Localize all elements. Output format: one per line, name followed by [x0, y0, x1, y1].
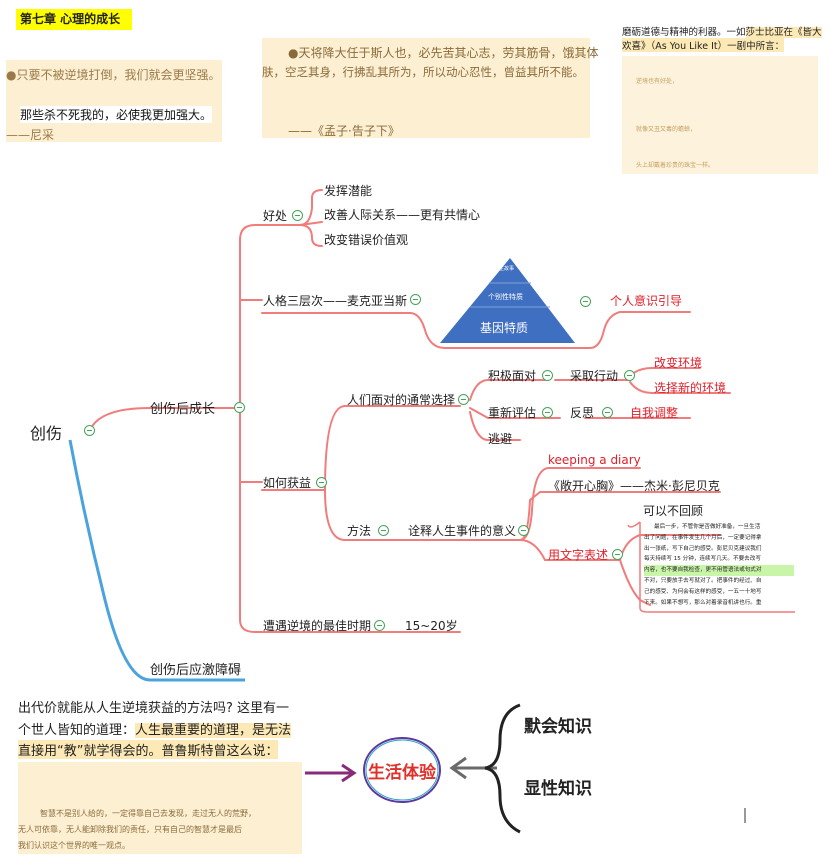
explicit-knowledge-label: 显性知识	[524, 779, 592, 799]
method-collapse-icon[interactable]	[378, 525, 389, 536]
pyramid-top-label: 人生故事	[494, 266, 515, 272]
root-node[interactable]: 创伤	[30, 424, 63, 443]
choose-env-node[interactable]: 选择新的环境	[654, 381, 727, 395]
bottom-line-3: 直接用“教”就学得会的。普鲁斯特曾这么说：	[18, 740, 279, 759]
write-note-line-2: 出了问题，在事件发生几个月后，一定要记得拿	[644, 534, 762, 541]
life-experience-label: 生活体验	[368, 763, 436, 783]
take-action-node[interactable]: 采取行动	[570, 369, 619, 383]
benefits-node[interactable]: 好处	[263, 209, 288, 223]
quote-line-1: ●只要不被逆境打倒，我们就会更坚强。	[6, 68, 221, 82]
growth-collapse-icon[interactable]	[234, 402, 245, 413]
positive-collapse-icon[interactable]	[542, 370, 553, 381]
how-benefit-collapse-icon[interactable]	[316, 477, 327, 488]
mencius-line-2: 肤，空乏其身，行拂乱其所为，所以动心忍性，曾益其所不能。	[262, 65, 584, 79]
write-note-line-3: 出一张纸，写下自己的感受。彭尼贝克建议我们	[644, 545, 762, 552]
benefit-item-1[interactable]: 发挥潜能	[324, 184, 373, 198]
personality-node[interactable]: 人格三层次——麦克亚当斯	[263, 294, 408, 308]
root-collapse-icon[interactable]	[84, 425, 95, 436]
proust-quote-box: 智慧不是别人给的，一定得靠自己去发现，走过无人的荒野， 无人可依靠，无人能卸除我…	[18, 762, 302, 854]
best-period-collapse-icon[interactable]	[374, 620, 385, 631]
benefits-collapse-icon[interactable]	[292, 210, 303, 221]
shakespeare-small-2: 就像又丑又毒的蟾蜍，	[636, 126, 697, 133]
write-note-line-8: 下来。如果不想写，那么对着录音机讲也行。重	[644, 599, 762, 606]
tacit-knowledge-label: 默会知识	[524, 717, 592, 737]
pyramid-collapse-icon[interactable]	[580, 296, 591, 307]
reevaluate-collapse-icon[interactable]	[542, 407, 553, 418]
bottom-line-2-plain: 个世人皆知的道理：	[18, 723, 136, 738]
write-note-line-1: 最后一步，不管你是否做好准备，一旦生活	[654, 524, 761, 530]
shakespeare-small-1: 逆境也有好处，	[636, 78, 679, 85]
chapter-title: 第七章 心理的成长	[16, 9, 132, 30]
write-note-line-4: 每天持续写 15 分钟，连续写几天。不要去改写	[644, 556, 761, 563]
shakespeare-note: 磨砺道德与精神的利器。一如莎士比亚在《皆大 欢喜》（As You Like It…	[622, 22, 822, 174]
personal-awareness-node[interactable]: 个人意识引导	[610, 294, 683, 308]
bottom-line-2: 个世人皆知的道理：人生最重要的道理，是无法	[18, 719, 292, 738]
growth-node[interactable]: 创伤后成长	[150, 402, 216, 417]
method-node[interactable]: 方法	[347, 524, 372, 538]
life-experience-ellipse	[363, 737, 441, 803]
mencius-line-1: ●天将降大任于斯人也，必先苦其心志，劳其筋骨，饿其体	[288, 46, 599, 60]
mencius-source: ——《孟子·告子下》	[288, 124, 400, 138]
write-note: 最后一步，不管你是否做好准备，一旦生活 出了问题，在事件发生几个月后，一定要记得…	[644, 522, 794, 608]
proust-quote-2: 无人可依靠，无人能卸除我们的责任，只有自己的智慧才是最后	[18, 825, 242, 834]
quote-line-2: 那些杀不死我的，必使我更加强大。	[20, 106, 213, 123]
interpret-collapse-icon[interactable]	[518, 525, 529, 536]
bottom-line-1: 出代价就能从人生逆境获益的方法吗? 这里有一	[18, 701, 290, 716]
diary-node[interactable]: keeping a diary	[548, 453, 641, 467]
benefit-item-3[interactable]: 改变错误价值观	[324, 233, 409, 247]
pyramid-middle-label: 个别性特质	[488, 293, 523, 301]
reflect-node[interactable]: 反思	[570, 406, 595, 420]
how-benefit-node[interactable]: 如何获益	[263, 476, 312, 490]
write-note-line-7: 己的感受、为何会有这样的感受，一五一十地写	[644, 588, 762, 595]
proust-quote-1: 智慧不是别人给的，一定得靠自己去发现，走过无人的荒野，	[40, 809, 256, 818]
benefit-item-2[interactable]: 改善人际关系——更有共情心	[324, 208, 481, 222]
proust-quote-3: 我们认识这个世界的唯一观点。	[18, 841, 130, 850]
escape-node[interactable]: 逃避	[488, 432, 513, 446]
reflect-collapse-icon[interactable]	[602, 407, 613, 418]
shakespeare-small-3: 头上却戴着珍贵的珠宝一样。	[636, 162, 715, 169]
interpret-node[interactable]: 诠释人生事件的意义	[408, 524, 517, 538]
common-choices-node[interactable]: 人们面对的通常选择	[347, 393, 456, 407]
personality-collapse-icon[interactable]	[410, 294, 421, 305]
write-node[interactable]: 用文字表述	[548, 548, 609, 562]
shakespeare-line1-plain: 磨砺道德与精神的利器。一如	[622, 27, 746, 38]
mencius-quote-box: ●天将降大任于斯人也，必先苦其心志，劳其筋骨，饿其体 肤，空乏其身，行拂乱其所为…	[262, 38, 598, 138]
age-range-node[interactable]: 15~20岁	[405, 619, 458, 633]
pyramid-base-label: 基因特质	[480, 321, 529, 335]
take-action-collapse-icon[interactable]	[624, 370, 635, 381]
book-node[interactable]: 《敞开心胸》——杰米·彭尼贝克	[548, 479, 720, 493]
no-review-node[interactable]: 可以不回顾	[643, 504, 704, 518]
change-env-node[interactable]: 改变环境	[654, 356, 703, 370]
personality-pyramid	[440, 258, 575, 343]
best-period-node[interactable]: 遭遇逆境的最佳时期	[263, 619, 372, 633]
shakespeare-line1-hl: 莎士比亚在《皆大	[745, 27, 822, 38]
quote-author: ——尼采	[6, 128, 55, 142]
self-adjust-node[interactable]: 自我调整	[630, 406, 679, 420]
shakespeare-line2: 欢喜》（As You Like It）一剧中所言：	[622, 38, 785, 52]
common-choices-collapse-icon[interactable]	[458, 394, 469, 405]
write-note-line-6: 不对，只要放手去写就对了。把事件的经过、自	[644, 577, 762, 584]
ptsd-node[interactable]: 创伤后应激障碍	[150, 663, 242, 678]
reevaluate-node[interactable]: 重新评估	[488, 406, 537, 420]
nietzsche-quote-box: ●只要不被逆境打倒，我们就会更坚强。 那些杀不死我的，必使我更加强大。 ——尼采	[6, 60, 222, 142]
bottom-line-2-hl: 人生最重要的道理，是无法	[135, 723, 292, 738]
write-collapse-icon[interactable]	[612, 549, 623, 560]
positive-node[interactable]: 积极面对	[488, 369, 537, 383]
write-note-line-5: 内容，也不要自我检查，更不用管语法或句式对	[644, 565, 794, 576]
